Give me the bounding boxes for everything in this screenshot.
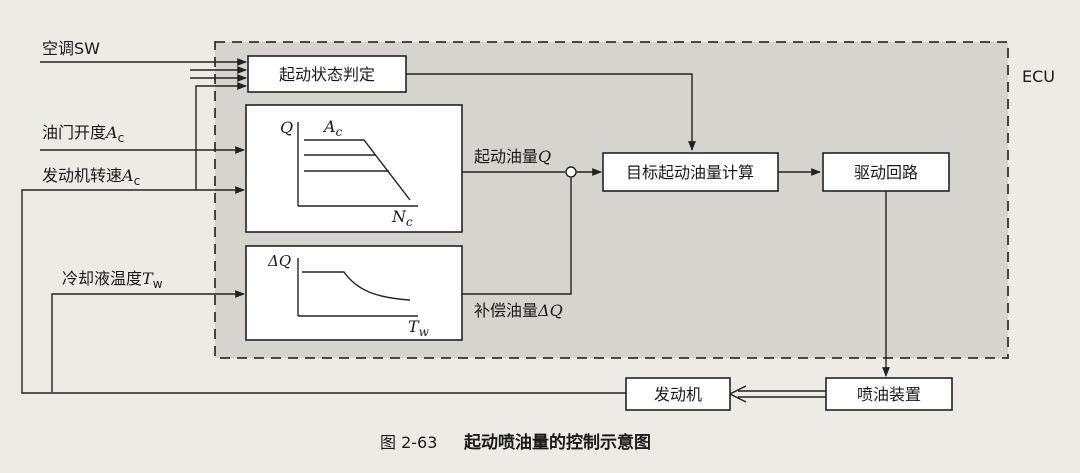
coolant-subscript: w xyxy=(153,277,163,291)
engine-speed-symbol: A xyxy=(120,166,134,185)
start-fuel-map-graph: Q Ac Nc xyxy=(280,117,418,229)
figure-caption-number: 图 2-63 xyxy=(380,433,437,452)
injector-label: 喷油装置 xyxy=(857,385,921,404)
drive-circuit-label: 驱动回路 xyxy=(854,163,918,182)
target-fuel-calc-block xyxy=(602,152,779,192)
map2-x-label: Tw xyxy=(408,317,430,339)
input-coolant-label: 冷却液温度Tw xyxy=(62,269,163,291)
drive-circuit-block xyxy=(822,152,950,192)
map1-x-label: Nc xyxy=(391,207,413,229)
map2-x-symbol: T xyxy=(408,317,420,336)
engine-speed-subscript: c xyxy=(134,174,141,188)
ecu-label: ECU xyxy=(1022,67,1055,86)
map1-curve-symbol: A xyxy=(322,117,336,136)
coolant-symbol: T xyxy=(142,269,154,288)
map1-curve-top xyxy=(304,139,411,201)
start-judge-block xyxy=(247,55,407,93)
throttle-subscript: c xyxy=(118,131,125,145)
compensation-symbol: ΔQ xyxy=(537,301,563,320)
summing-junction xyxy=(565,166,577,178)
start-fuel-symbol: Q xyxy=(538,147,551,166)
map2-y-label: ΔQ xyxy=(267,252,291,270)
target-fuel-calc-label: 目标起动油量计算 xyxy=(626,163,754,182)
input-throttle-label: 油门开度Ac xyxy=(42,123,124,145)
engine-label: 发动机 xyxy=(654,385,702,404)
map1-x-symbol: N xyxy=(391,207,407,226)
figure-caption-text: 起动喷油量的控制示意图 xyxy=(463,432,651,453)
input-engine-speed-label: 发动机转速Ac xyxy=(42,166,140,188)
speed-to-judge-line xyxy=(195,82,247,190)
map2-curve xyxy=(302,271,411,301)
input-ac-sw-label: 空调SW xyxy=(42,39,100,58)
engine-speed-text: 发动机转速 xyxy=(42,166,122,185)
throttle-text: 油门开度 xyxy=(42,123,106,142)
throttle-symbol: A xyxy=(104,123,118,142)
coolant-text: 冷却液温度 xyxy=(62,269,142,288)
map2-x-subscript: w xyxy=(419,325,430,339)
compensation-map-block xyxy=(245,245,463,341)
map1-curve-label: Ac xyxy=(322,117,343,139)
start-fuel-text: 起动油量 xyxy=(474,147,538,166)
injector-to-engine-arrowhead xyxy=(728,385,747,403)
start-fuel-map-block xyxy=(245,104,463,233)
start-judge-label: 起动状态判定 xyxy=(279,65,375,84)
engine-feedback-line xyxy=(21,189,626,394)
compensation-line xyxy=(462,178,572,295)
compensation-map-graph: ΔQ Tw xyxy=(267,252,430,339)
start-fuel-label: 起动油量Q xyxy=(474,147,551,166)
map1-x-subscript: c xyxy=(406,215,413,229)
judge-to-target-line xyxy=(406,73,696,151)
injector-block xyxy=(825,377,953,411)
compensation-text: 补偿油量 xyxy=(474,301,538,320)
map1-curve-subscript: c xyxy=(336,125,343,139)
compensation-label: 补偿油量ΔQ xyxy=(474,301,563,320)
map1-y-label: Q xyxy=(280,118,293,137)
coolant-line xyxy=(51,290,245,392)
engine-block xyxy=(625,377,731,411)
